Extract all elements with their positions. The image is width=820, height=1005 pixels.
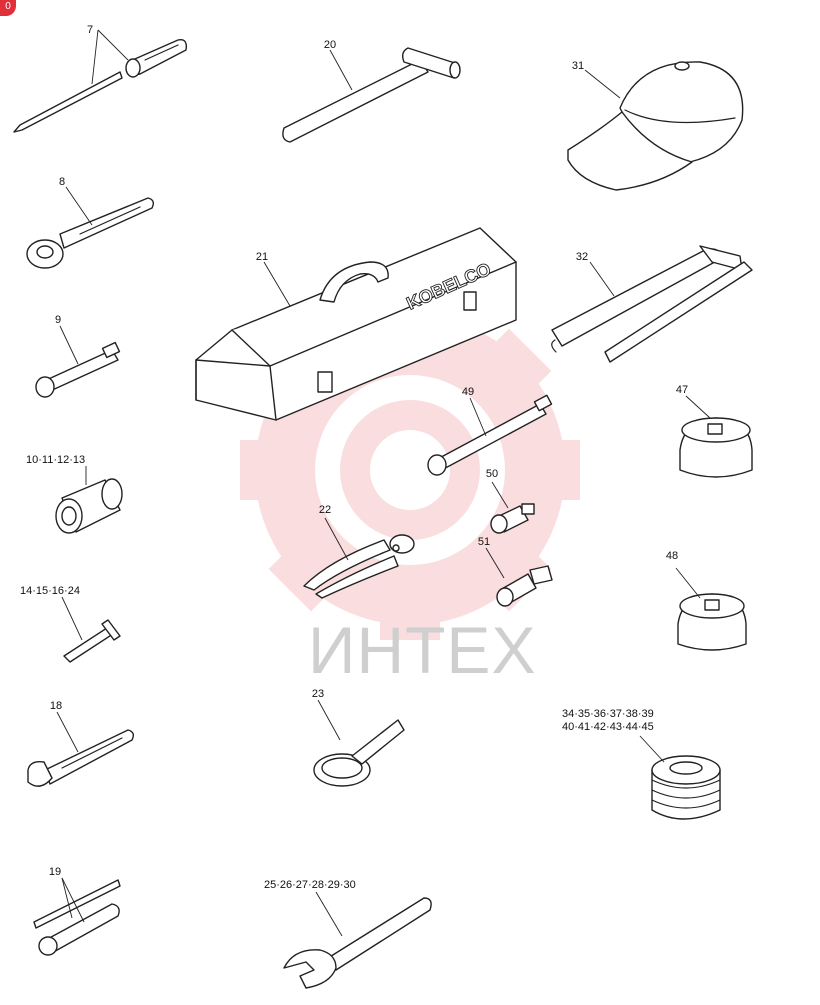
corner-badge: 0 [0, 0, 16, 16]
label-part-48: 48 [665, 550, 679, 562]
label-part-18: 18 [49, 700, 63, 712]
part-21-toolbox [195, 227, 517, 421]
label-part-19: 19 [48, 866, 62, 878]
label-part-40: 40·41·42·43·44·45 [562, 721, 654, 733]
label-part-22: 22 [318, 504, 332, 516]
part-51-universal-joint [485, 547, 553, 607]
label-part-25: 25·26·27·28·29·30 [264, 879, 356, 891]
part-48-cap-wrench [675, 567, 747, 651]
part-18-adjustable-wrench [27, 711, 135, 787]
label-part-31: 31 [571, 60, 585, 72]
label-part-51: 51 [477, 536, 491, 548]
label-part-49: 49 [461, 386, 475, 398]
label-part-8: 8 [58, 176, 66, 188]
part-20-hammer [282, 47, 461, 143]
part-8-ratchet [26, 186, 155, 269]
label-part-7: 7 [86, 24, 94, 36]
part-22-pliers [303, 517, 415, 599]
part-31-cap [567, 61, 744, 191]
watermark-text: ИНТЕХ [308, 613, 537, 687]
label-part-20: 20 [323, 39, 337, 51]
label-part-21: 21 [255, 251, 269, 263]
part-7-screwdriver [13, 29, 188, 133]
part-32-grease-gun [551, 245, 753, 363]
part-25-spanner [283, 891, 432, 989]
part-14-hex-key [61, 596, 121, 663]
part-50-adapter [490, 481, 535, 534]
part-34-45-shim-stack [639, 735, 721, 820]
label-part-23: 23 [311, 688, 325, 700]
part-9-extension [35, 325, 121, 398]
label-part-34: 34·35·36·37·38·39 [562, 708, 654, 720]
label-part-10: 10·11·12·13 [26, 454, 86, 466]
label-part-9: 9 [54, 314, 62, 326]
part-47-cap-wrench [679, 395, 753, 478]
part-23-filter-wrench [313, 699, 405, 787]
label-part-47: 47 [675, 384, 689, 396]
label-part-14: 14·15·16·24 [20, 585, 80, 597]
part-49-long-extension [427, 394, 553, 476]
label-part-50: 50 [485, 468, 499, 480]
label-part-32: 32 [575, 251, 589, 263]
part-10-13-socket [55, 466, 123, 534]
part-19-box-wrench [33, 877, 121, 956]
